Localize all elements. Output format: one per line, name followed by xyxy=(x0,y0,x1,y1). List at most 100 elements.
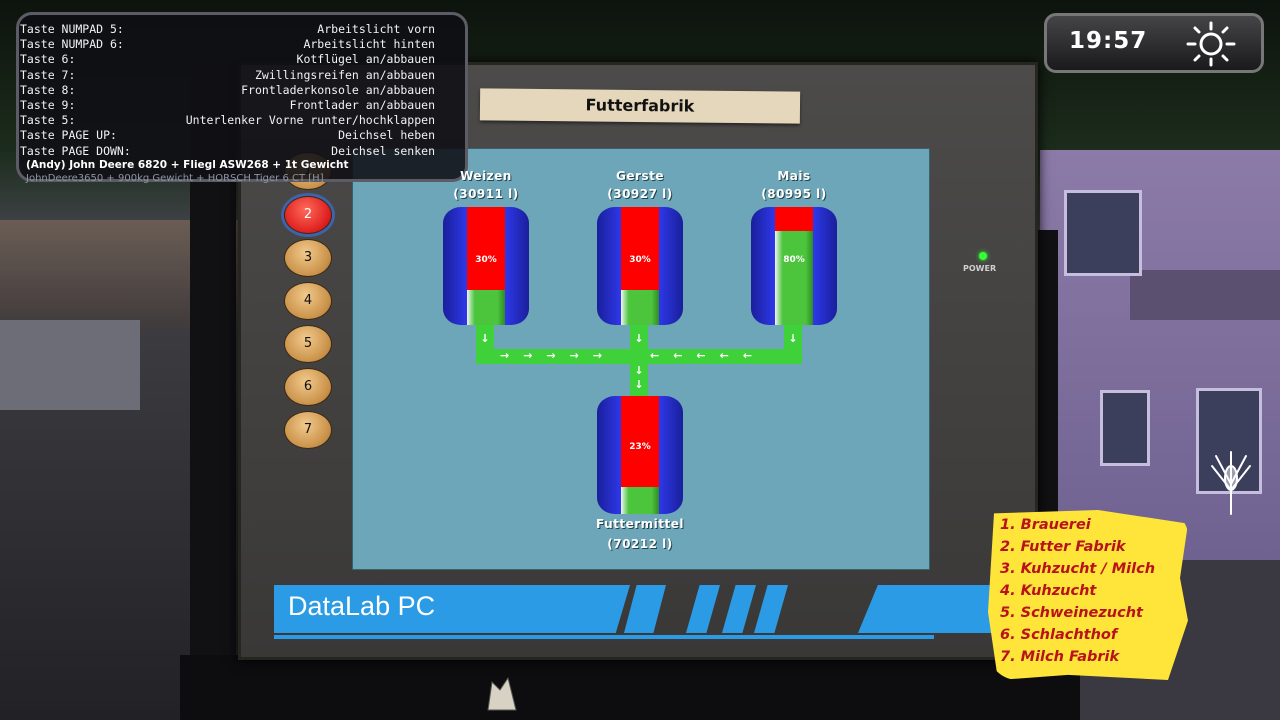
gauge-fill xyxy=(621,289,659,325)
tank-amount: (30927 l) xyxy=(607,187,673,201)
tank-amount: (80995 l) xyxy=(761,187,827,201)
factory-list-item[interactable]: 1. Brauerei xyxy=(1000,517,1091,533)
nav-button-4[interactable]: 4 xyxy=(284,282,332,320)
arrow-down-icon: ↓ xyxy=(480,332,490,345)
arrow-down-icon: ↓ xyxy=(634,332,644,345)
gauge-fill xyxy=(775,230,813,325)
silo-gerste: 30% xyxy=(597,207,683,325)
gauge-empty xyxy=(467,207,505,290)
dashboard xyxy=(180,655,1080,720)
power-led-icon xyxy=(979,252,987,260)
key-action: Frontlader an/abbauen xyxy=(289,98,435,112)
factory-list-item[interactable]: 4. Kuhzucht xyxy=(1000,583,1097,599)
tank-name: Gerste xyxy=(616,169,664,183)
key-action: Kotflügel an/abbauen xyxy=(296,52,435,67)
banner-stripe xyxy=(624,585,666,633)
silo-futtermittel: 23% xyxy=(597,396,683,514)
silo-gauge: 80% xyxy=(775,207,813,325)
key-help-row: Taste 7: Zwillingsreifen an/abbauen xyxy=(20,68,435,83)
key-help-row: Taste 9: Frontlader an/abbauen xyxy=(20,98,435,113)
sun-icon xyxy=(1186,21,1236,67)
key-name: Taste 5: xyxy=(20,113,76,128)
key-help-row: Taste 8: Frontladerkonsole an/abbauen xyxy=(20,83,435,98)
arrow-down-icon: ↓ xyxy=(634,378,644,391)
key-name: Taste NUMPAD 5: xyxy=(20,22,124,36)
tank-amount: (30911 l) xyxy=(453,187,519,201)
key-name: Taste 9: xyxy=(20,98,76,112)
nav-button-6[interactable]: 6 xyxy=(284,368,332,406)
silo-weizen: 30% xyxy=(443,207,529,325)
tank-name: Mais xyxy=(777,169,811,183)
key-name: Taste 6: xyxy=(20,52,76,67)
fill-percent: 80% xyxy=(783,255,805,265)
page-title: Futterfabrik xyxy=(585,95,695,116)
fill-percent: 30% xyxy=(629,255,651,265)
key-name: Taste PAGE DOWN: xyxy=(20,143,131,158)
key-name: Taste 7: xyxy=(20,67,76,82)
banner-main: DataLab PC xyxy=(274,585,630,633)
cat-mascot-icon xyxy=(487,676,517,711)
banner-stripe xyxy=(858,585,1000,633)
factory-list-item[interactable]: 7. Milch Fabrik xyxy=(1000,649,1120,665)
fill-percent: 23% xyxy=(629,442,651,452)
nav-button-2[interactable]: 2 xyxy=(284,196,332,234)
output-amount: (70212 l) xyxy=(607,537,673,551)
banner-underline xyxy=(274,635,934,639)
house-window xyxy=(1064,190,1142,276)
house-window xyxy=(1100,390,1150,466)
gauge-empty xyxy=(621,207,659,290)
brand-label: DataLab PC xyxy=(288,591,436,621)
silo-mais: 80% xyxy=(751,207,837,325)
key-name: Taste PAGE UP: xyxy=(20,128,117,143)
factory-list-item[interactable]: 2. Futter Fabrik xyxy=(1000,539,1126,555)
factory-list-item[interactable]: 3. Kuhzucht / Milch xyxy=(1000,561,1156,577)
factory-list-item[interactable]: 5. Schweinezucht xyxy=(1000,605,1143,621)
nav-button-5[interactable]: 5 xyxy=(284,325,332,363)
key-action: Arbeitslicht hinten xyxy=(303,37,435,52)
game-clock: 19:57 xyxy=(1044,13,1264,73)
key-action: Arbeitslicht vorn xyxy=(317,22,435,36)
key-action: Zwillingsreifen an/abbauen xyxy=(254,67,435,82)
key-help-row: Taste PAGE DOWN: Deichsel senken xyxy=(20,144,435,159)
power-label: POWER xyxy=(963,264,997,273)
arrow-down-icon: ↓ xyxy=(788,332,798,345)
gauge-fill xyxy=(467,289,505,325)
vehicle-info-line-secondary: JohnDeere3650 + 900kg Gewicht + HORSCH T… xyxy=(26,173,324,184)
title-tape: Futterfabrik xyxy=(479,88,801,124)
gauge-fill xyxy=(621,486,659,514)
gauge-empty xyxy=(775,207,813,231)
silo-gauge: 30% xyxy=(467,207,505,325)
silo-gauge: 30% xyxy=(621,207,659,325)
nav-button-3[interactable]: 3 xyxy=(284,239,332,277)
banner-stripe xyxy=(686,585,720,633)
key-name: Taste 8: xyxy=(20,82,76,97)
key-action: Frontladerkonsole an/abbauen xyxy=(241,82,435,97)
wheat-icon xyxy=(1211,451,1251,515)
flow-left-arrows-icon: ←←←←← xyxy=(650,349,767,362)
banner-stripe xyxy=(754,585,788,633)
farmhouse-roof xyxy=(1130,270,1280,320)
farm-building-left xyxy=(0,320,140,410)
datalab-banner: DataLab PC xyxy=(274,585,1000,643)
fill-percent: 30% xyxy=(475,255,497,265)
key-help-row: Taste NUMPAD 5: Arbeitslicht vorn xyxy=(20,22,435,37)
clock-time: 19:57 xyxy=(1069,28,1148,54)
pipe-output xyxy=(630,349,648,397)
factory-list-item[interactable]: 6. Schlachthof xyxy=(1000,627,1118,643)
silo-gauge: 23% xyxy=(621,396,659,514)
key-action: Deichsel heben xyxy=(338,128,435,143)
key-help-overlay xyxy=(16,12,468,182)
key-help-row: Taste 6: Kotflügel an/abbauen xyxy=(20,52,435,67)
output-name: Futtermittel xyxy=(595,517,684,531)
key-help-row: Taste NUMPAD 6: Arbeitslicht hinten xyxy=(20,37,435,52)
flow-right-arrows-icon: →→→→→ xyxy=(500,349,617,362)
key-name: Taste NUMPAD 6: xyxy=(20,37,124,52)
nav-button-7[interactable]: 7 xyxy=(284,411,332,449)
vehicle-info-line: (Andy) John Deere 6820 + Fliegl ASW268 +… xyxy=(26,159,349,171)
key-action: Deichsel senken xyxy=(331,143,435,158)
key-action: Unterlenker Vorne runter/hochklappen xyxy=(185,113,435,128)
arrow-down-icon: ↓ xyxy=(634,364,644,377)
banner-stripe xyxy=(722,585,756,633)
tank-name: Weizen xyxy=(460,169,512,183)
factory-list: 1. Brauerei 2. Futter Fabrik 3. Kuhzucht… xyxy=(988,510,1188,680)
